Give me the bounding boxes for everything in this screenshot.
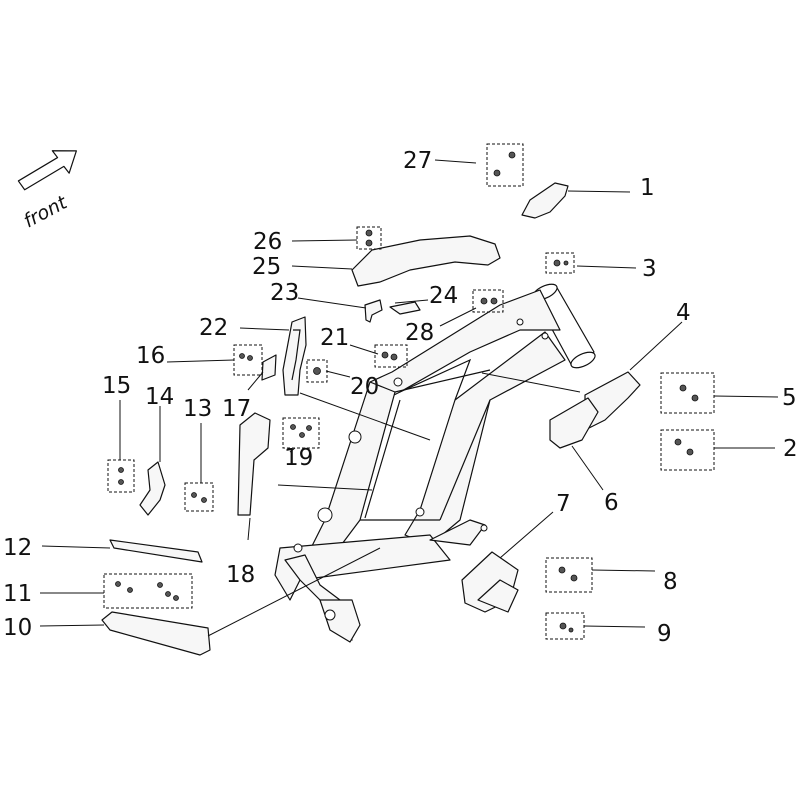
part-14-bracket (139, 461, 166, 516)
part-22-panel (282, 316, 307, 396)
callout-26: 26 (253, 229, 282, 255)
front-label: front (20, 191, 72, 233)
part-10-rail (101, 611, 211, 656)
callout-18: 18 (226, 562, 255, 588)
callout-14: 14 (145, 384, 174, 410)
callout-3: 3 (642, 256, 657, 282)
callout-6: 6 (604, 490, 619, 516)
callout-11: 11 (3, 581, 32, 607)
callout-2: 2 (783, 436, 798, 462)
callout-20: 20 (350, 374, 379, 400)
callouts: 27 1 26 25 3 23 24 4 22 28 21 16 20 15 1… (3, 148, 798, 647)
callout-28: 28 (405, 320, 434, 346)
part-24-cap (389, 301, 421, 315)
callout-24: 24 (429, 283, 458, 309)
part-12-strip (109, 539, 203, 563)
callout-27: 27 (403, 148, 432, 174)
fastener-icon (103, 143, 715, 640)
part-23-bracket (364, 299, 383, 323)
part-1-bracket (521, 182, 569, 219)
callout-13: 13 (183, 396, 212, 422)
callout-12: 12 (3, 535, 32, 561)
callout-15: 15 (102, 373, 131, 399)
callout-16: 16 (136, 343, 165, 369)
part-25-cover (351, 235, 501, 287)
callout-23: 23 (270, 280, 299, 306)
part-17-clip (261, 354, 277, 381)
callout-1: 1 (640, 175, 655, 201)
callout-19: 19 (284, 445, 313, 471)
callout-8: 8 (663, 569, 678, 595)
callout-10: 10 (3, 615, 32, 641)
callout-9: 9 (657, 621, 672, 647)
leader-lines (39, 159, 779, 637)
main-frame (274, 283, 596, 643)
callout-5: 5 (782, 385, 797, 411)
callout-7: 7 (556, 491, 571, 517)
callout-21: 21 (320, 325, 349, 351)
front-arrow-icon (17, 150, 77, 191)
callout-17: 17 (222, 396, 251, 422)
callout-22: 22 (199, 315, 228, 341)
callout-4: 4 (676, 300, 691, 326)
part-6-bracket (549, 397, 599, 449)
callout-25: 25 (252, 254, 281, 280)
part-18-panel (237, 412, 271, 516)
